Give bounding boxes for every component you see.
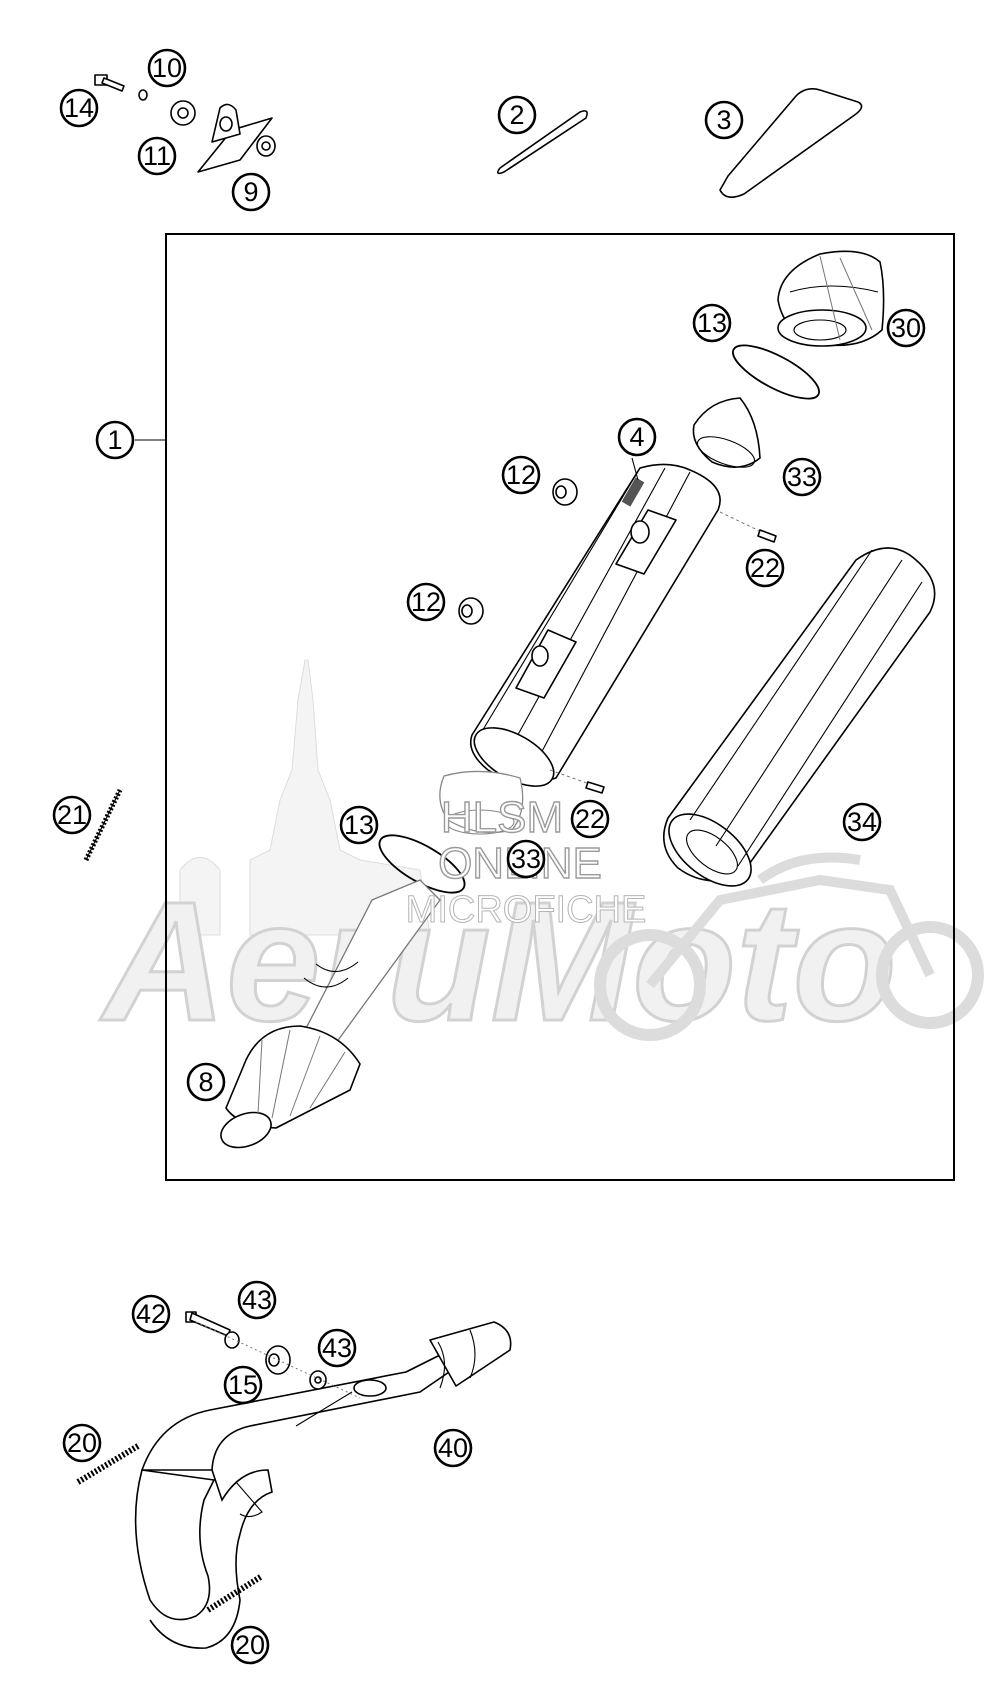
callout-43-right: 43 — [317, 1328, 357, 1368]
svg-text:40: 40 — [438, 1433, 468, 1463]
svg-text:14: 14 — [64, 93, 94, 123]
svg-text:8: 8 — [198, 1067, 213, 1097]
pad-2 — [496, 110, 588, 175]
watermark: AeruMoto — [98, 659, 984, 1059]
callout-2: 2 — [497, 95, 537, 135]
washer-43-right — [309, 1370, 327, 1390]
spring-20-lower — [206, 1573, 264, 1613]
callout-33-top: 33 — [782, 457, 822, 497]
grommet-12-lower — [458, 597, 484, 625]
end-cap-30 — [777, 250, 885, 347]
insert-33-bottom — [439, 770, 524, 835]
headpipe-40 — [134, 1321, 512, 1649]
callout-8: 8 — [186, 1062, 226, 1102]
callout-9: 9 — [231, 172, 271, 212]
svg-text:3: 3 — [716, 105, 731, 135]
mount-bracket-upper — [615, 509, 677, 575]
svg-text:30: 30 — [891, 313, 921, 343]
watermark-wheel-rear — [594, 929, 706, 1041]
callout-13-top: 13 — [692, 303, 732, 343]
watermark-moto-frame — [646, 852, 935, 989]
callout-11: 11 — [137, 136, 177, 176]
screw-42 — [185, 1311, 231, 1337]
callout-40: 40 — [433, 1428, 473, 1468]
callout-14: 14 — [59, 88, 99, 128]
callout-1: 1 — [95, 420, 135, 460]
watermark-spire — [249, 659, 431, 936]
guard-3 — [719, 88, 863, 198]
insert-33-top — [692, 397, 761, 468]
svg-text:1: 1 — [107, 425, 122, 455]
bracket-cluster — [94, 74, 276, 173]
callout-20-lower: 20 — [230, 1625, 270, 1665]
svg-text:15: 15 — [228, 1370, 258, 1400]
svg-text:22: 22 — [750, 553, 780, 583]
o-ring-13-bottom — [378, 834, 466, 894]
watermark-brand: AeruMoto — [99, 867, 896, 1057]
grommet-12-upper — [552, 478, 578, 506]
svg-text:33: 33 — [787, 462, 817, 492]
hardware-axis — [195, 1321, 361, 1399]
callout-4: 4 — [617, 417, 657, 457]
svg-text:20: 20 — [235, 1630, 265, 1660]
watermark-dome — [179, 857, 221, 936]
svg-text:42: 42 — [136, 1299, 166, 1329]
callout-43-left: 43 — [237, 1280, 277, 1320]
svg-text:4: 4 — [629, 422, 644, 452]
svg-text:10: 10 — [152, 53, 182, 83]
callout-22-lower: 22 — [570, 799, 610, 839]
callout-3: 3 — [704, 100, 744, 140]
callout-12-lower: 12 — [406, 582, 446, 622]
watermark-line3: MICROFICHE — [406, 889, 647, 931]
bolt-14 — [94, 74, 125, 92]
svg-text:13: 13 — [344, 810, 374, 840]
watermark-wheel-front — [876, 921, 984, 1029]
svg-text:43: 43 — [242, 1285, 272, 1315]
callout-22-upper: 22 — [745, 548, 785, 588]
callout-12-upper: 12 — [501, 455, 541, 495]
svg-text:33: 33 — [511, 844, 541, 874]
assembly-frame — [165, 233, 955, 1181]
silencer-sleeve-34 — [662, 547, 936, 887]
mount-bracket-lower — [515, 629, 577, 699]
screw-22-lower — [549, 769, 605, 794]
callout-33-bottom: 33 — [506, 839, 546, 879]
screw-22-upper — [719, 511, 777, 543]
svg-text:43: 43 — [322, 1333, 352, 1363]
callout-15: 15 — [223, 1365, 263, 1405]
svg-text:34: 34 — [847, 807, 877, 837]
svg-text:12: 12 — [411, 587, 441, 617]
svg-text:22: 22 — [575, 804, 605, 834]
svg-text:9: 9 — [243, 177, 258, 207]
svg-text:21: 21 — [57, 800, 87, 830]
o-ring-13-top — [732, 344, 820, 400]
callout-20-upper: 20 — [62, 1423, 102, 1463]
callout-34: 34 — [842, 802, 882, 842]
callout-42: 42 — [131, 1294, 171, 1334]
svg-text:20: 20 — [67, 1428, 97, 1458]
callout-10: 10 — [147, 48, 187, 88]
leader-4 — [631, 457, 639, 481]
grommet-11 — [170, 100, 196, 126]
callout-21: 21 — [52, 795, 92, 835]
callout-30: 30 — [886, 308, 926, 348]
svg-text:12: 12 — [506, 460, 536, 490]
washer-43-left — [224, 1331, 240, 1349]
link-pipe-8 — [220, 879, 441, 1149]
svg-text:2: 2 — [509, 100, 524, 130]
grommet-9 — [256, 135, 276, 157]
bracket-plate — [197, 103, 273, 173]
silencer-body-4 — [469, 463, 721, 787]
svg-text:13: 13 — [697, 308, 727, 338]
callout-13-bottom: 13 — [339, 805, 379, 845]
svg-text:11: 11 — [143, 141, 171, 171]
o-ring-10 — [138, 89, 148, 101]
spring-21 — [83, 788, 123, 862]
watermark-line1: HLSM — [441, 793, 563, 842]
